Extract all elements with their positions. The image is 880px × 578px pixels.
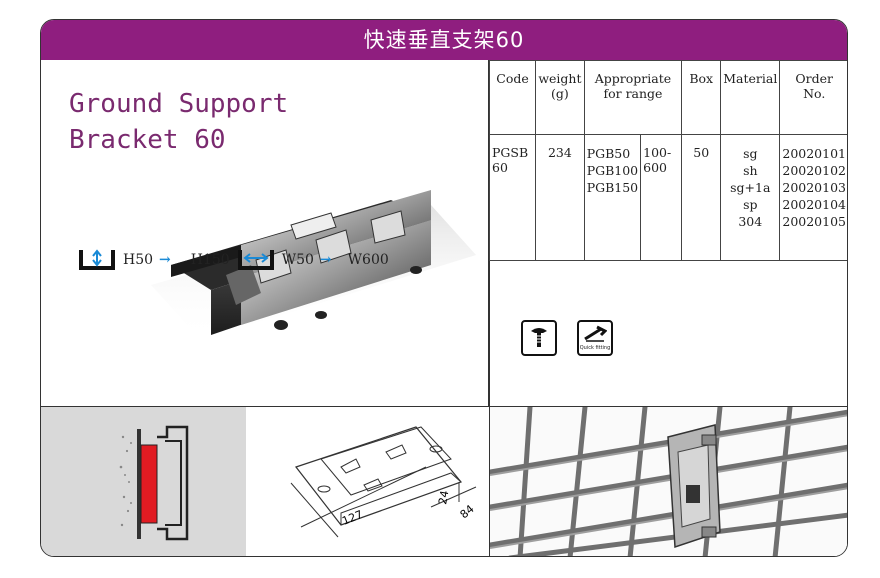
quick-fitting-label: Quick fitting [579,345,611,351]
range-row: H50 → H150 W50 → W600 [77,248,389,272]
cell-order: 20020101 20020102 20020103 20020104 2002… [779,134,847,261]
dim-width: 84 [458,502,477,521]
spec-table: Code weight (g) Appropriate for range Bo… [488,60,847,261]
side-view-drawing [119,425,189,541]
cell-code: PGSB 60 [488,134,537,261]
height-from: H50 [123,252,154,268]
quick-fitting-icon: Quick fitting [577,320,613,356]
cell-range-b: 100-600 [640,134,683,261]
header-range: Appropriate for range [583,60,683,135]
header-order: Order No. [779,60,847,135]
main-divider [488,60,490,556]
screw-icon [521,320,557,356]
width-to: W600 [347,252,389,268]
wire-tray-photo [490,407,847,556]
product-title-line1: Ground Support [69,89,289,119]
side-view-panel [41,407,246,556]
bottom-divider [41,406,847,408]
banner-title: 快速垂直支架60 [41,20,847,60]
dimension-drawing: 127 84 24 [290,426,477,538]
cell-material: sg sh sg+1a sp 304 [720,134,781,261]
width-from: W50 [281,252,314,268]
height-arrow: → [159,252,171,268]
bracket-product-image [151,190,476,340]
header-material: Material [720,60,781,135]
tool-icons: Quick fitting [521,320,613,356]
header-weight: weight (g) [535,60,585,135]
cell-box: 50 [681,134,722,261]
product-title-line2: Bracket 60 [69,125,226,155]
dimension-drawing-panel: 127 84 24 [246,407,489,556]
dim-length: 127 [340,508,364,528]
width-adjust-icon [237,250,274,270]
header-box: Box [681,60,722,135]
header-code: Code [488,60,537,135]
installation-photo-panel [490,407,847,556]
height-to: H150 [190,252,230,268]
height-adjust-icon [79,249,115,270]
width-arrow: → [319,252,332,268]
cell-weight: 234 [535,134,585,261]
dim-height: 24 [436,489,451,505]
cell-range-a: PGB50 PGB100 PGB150 [583,134,642,261]
